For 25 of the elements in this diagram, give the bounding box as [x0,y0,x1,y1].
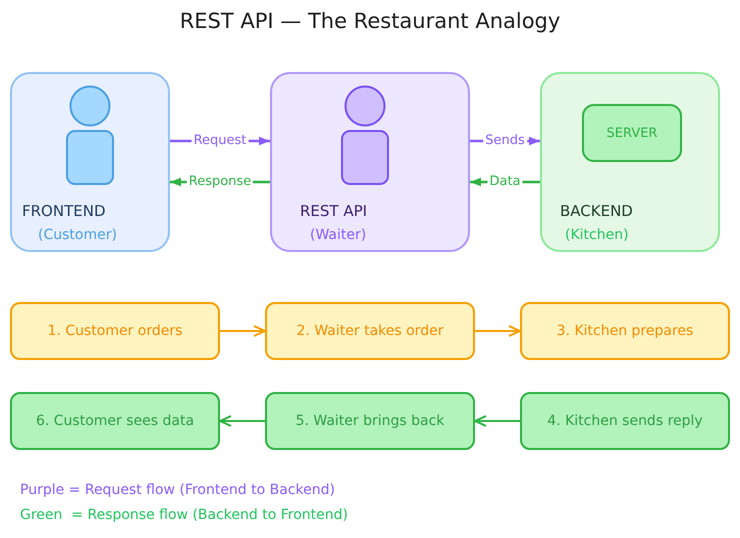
node-subtitle: (Kitchen) [565,227,629,244]
edge-label: Request [192,133,248,149]
node-subtitle: (Customer) [38,227,117,244]
arrow [220,325,266,337]
step-box: 3. Kitchen prepares [520,302,730,360]
diagram-title: REST API — The Restaurant Analogy [180,9,560,33]
legend-entry: Green = Response flow (Backend to Frontend) [20,507,348,524]
legend-entry: Purple = Request flow (Frontend to Backend) [20,482,335,499]
node-heading: BACKEND [560,202,633,220]
step-box: 1. Customer orders [10,302,220,360]
step-box: 2. Waiter takes order [265,302,475,360]
node-heading: REST API [300,202,368,220]
step-box: 5. Waiter brings back [265,392,475,450]
arrow [474,415,520,427]
step-box: 4. Kitchen sends reply [520,392,730,450]
edge-label: Response [186,174,254,190]
arrow [475,325,521,337]
role-card [10,72,170,252]
node-heading: FRONTEND [22,202,106,220]
step-box: 6. Customer sees data [10,392,220,450]
node-subtitle: (Waiter) [310,227,366,244]
arrow [219,415,265,427]
role-card [270,72,470,252]
server-box: SERVER [582,104,682,162]
role-card [540,72,720,252]
